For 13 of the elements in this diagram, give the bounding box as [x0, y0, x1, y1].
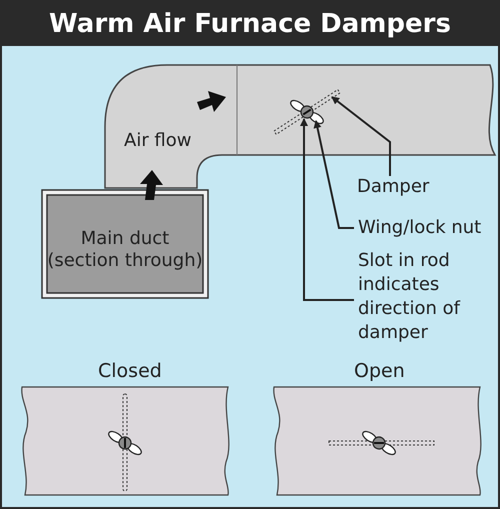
title: Warm Air Furnace Dampers [48, 8, 452, 40]
state-label: Open [354, 360, 405, 382]
leader-line [300, 118, 354, 301]
rod-slot [302, 108, 312, 116]
damper-plate [273, 88, 341, 136]
flow-label: Air flow [124, 130, 192, 152]
part-label: Wing/lock nut [358, 217, 482, 239]
leader-line [331, 96, 391, 176]
duct-section-box [41, 189, 209, 299]
callout-text: Slot in rod indicates direction of damper [358, 249, 493, 345]
part-label: Damper [357, 176, 430, 198]
leader-line [314, 120, 354, 229]
state-label: Closed [98, 360, 162, 382]
